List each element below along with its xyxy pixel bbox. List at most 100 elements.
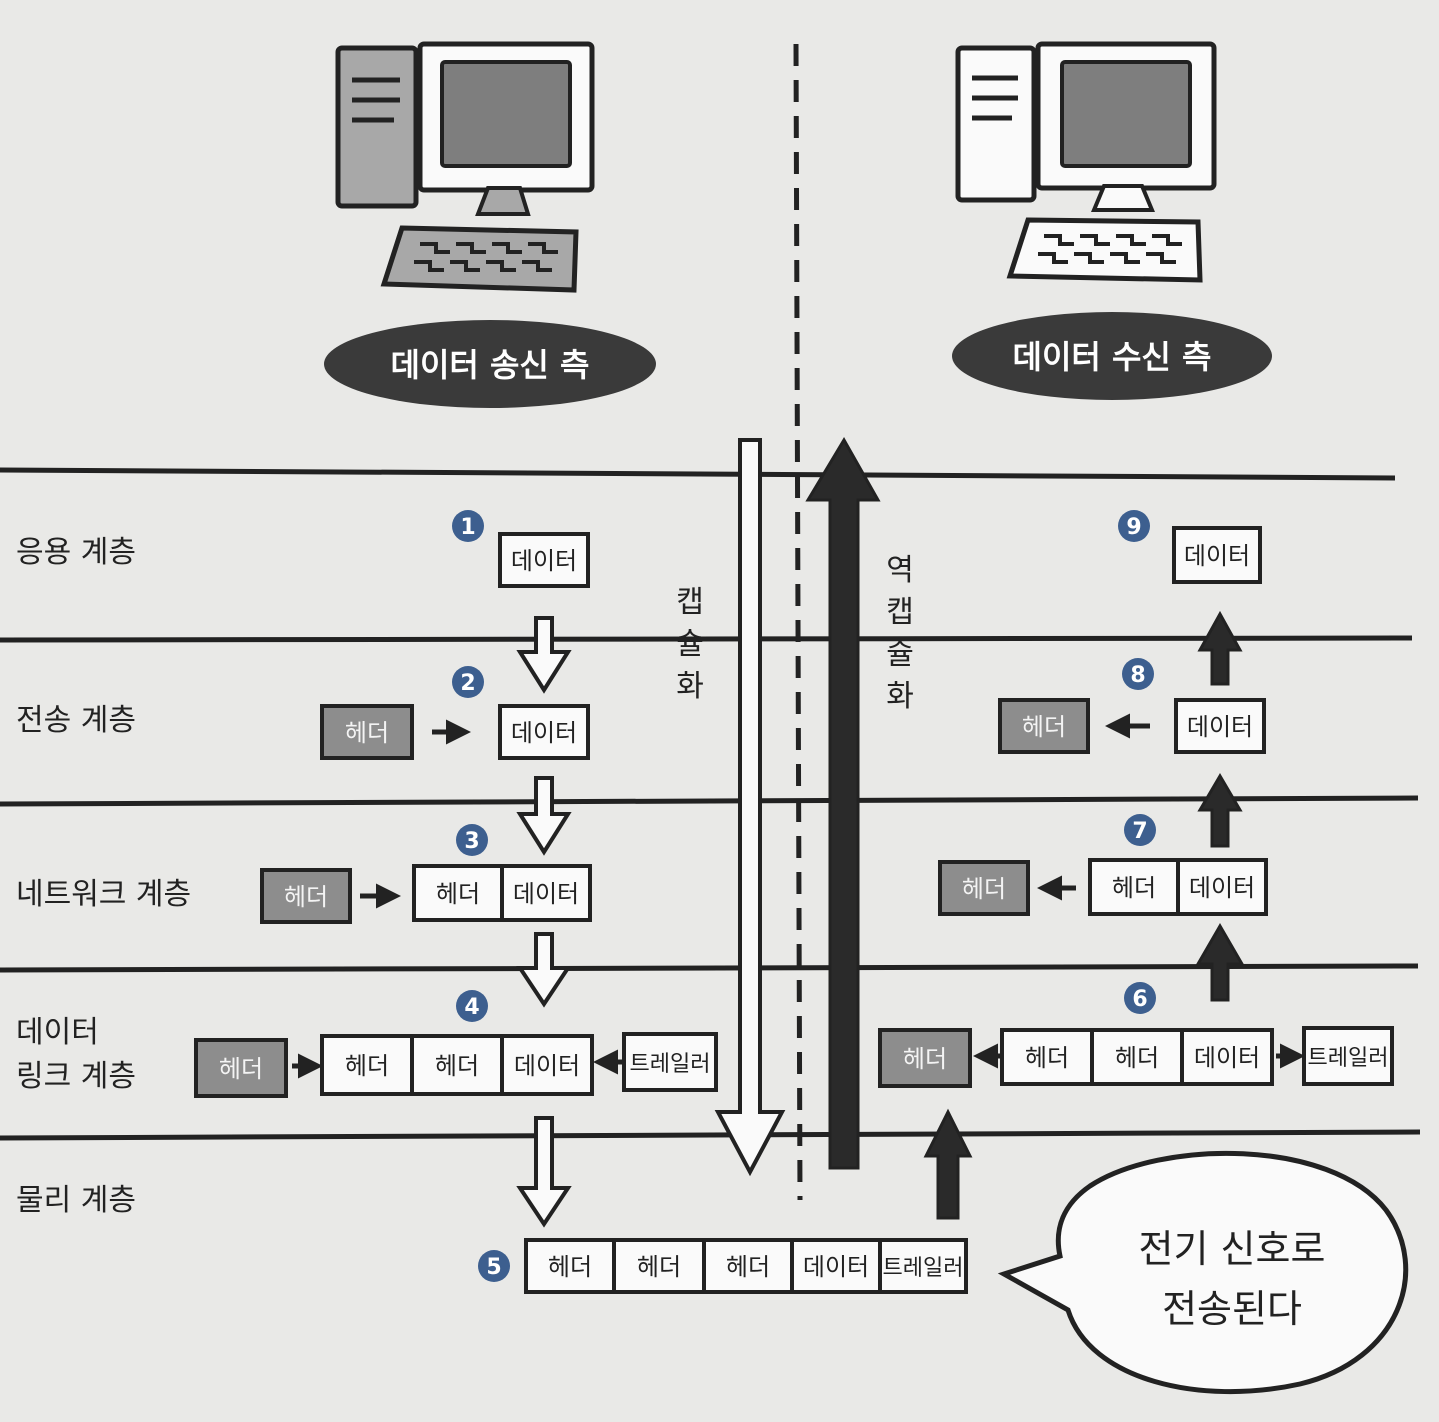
down-arrow: [516, 1116, 572, 1228]
step-marker-5: 5: [478, 1250, 510, 1282]
layer-divider: [0, 1129, 1421, 1141]
layer-label-transport: 전송 계층: [16, 703, 136, 738]
header-block-label: 헤더: [1112, 874, 1156, 902]
receiver-computer-icon: [955, 41, 1217, 283]
step-number: 1: [460, 515, 475, 540]
layer-divider-lines: [0, 467, 1421, 1141]
receiver-label: 데이터 수신 측: [1013, 338, 1212, 376]
step-number: 3: [464, 829, 479, 854]
sender-receiver-separator: [793, 43, 803, 1201]
sender-label: 데이터 송신 측: [391, 346, 590, 384]
step-marker-2: 2: [452, 666, 484, 698]
up-arrow: [1195, 923, 1245, 1002]
up-arrow: [1197, 773, 1243, 848]
trailer-block-label: 트레일러: [883, 1256, 964, 1281]
sender-label-pill: 데이터 송신 측: [324, 320, 656, 408]
step-number: 5: [486, 1255, 501, 1280]
data-block: 데이터: [790, 1238, 882, 1294]
data-block: 데이터: [498, 704, 590, 760]
data-block-label: 데이터: [1189, 874, 1255, 902]
encapsulation-arrow: [714, 438, 786, 1177]
data-block: 데이터: [1176, 858, 1268, 916]
step-marker-1: 1: [452, 510, 484, 542]
up-arrow: [1197, 610, 1243, 686]
header-block: 헤더: [410, 1034, 504, 1096]
data-block-label: 데이터: [1184, 542, 1250, 570]
data-block: 데이터: [1174, 698, 1266, 754]
layer-label-application: 응용 계층: [16, 535, 136, 570]
step-number: 9: [1126, 515, 1141, 540]
down-arrow: [516, 616, 572, 694]
data-block-label: 데이터: [513, 880, 579, 908]
data-block-label: 데이터: [511, 547, 577, 575]
header-block-label: 헤더: [284, 883, 328, 911]
header-block-label: 헤더: [726, 1253, 770, 1281]
sender-down-arrows: [516, 616, 572, 1228]
header-block-label: 헤더: [219, 1055, 263, 1083]
data-block-label: 데이터: [803, 1253, 869, 1281]
connector-arrows: [292, 713, 1305, 1079]
step-number: 8: [1130, 663, 1145, 688]
header-block: 헤더: [998, 698, 1090, 754]
header-block: 헤더: [320, 704, 414, 760]
data-block-label: 데이터: [1194, 1044, 1260, 1072]
data-block-label: 데이터: [511, 719, 577, 747]
step-marker-3: 3: [456, 824, 488, 856]
header-block: 헤더: [524, 1238, 616, 1294]
up-arrow: [923, 1108, 973, 1220]
layer-label-network: 네트워크 계층: [16, 877, 191, 912]
header-block-label: 헤더: [435, 1052, 479, 1080]
header-block: 헤더: [878, 1028, 972, 1088]
header-block-label: 헤더: [548, 1253, 592, 1281]
header-block-label: 헤더: [903, 1045, 947, 1073]
step-marker-7: 7: [1124, 814, 1156, 846]
trailer-block-label: 트레일러: [630, 1052, 711, 1077]
layer-label-physical: 물리 계층: [16, 1183, 136, 1218]
header-block-label: 헤더: [1115, 1044, 1159, 1072]
receiver-up-arrows: [923, 610, 1245, 1220]
data-block: 데이터: [500, 864, 592, 922]
layer-divider: [0, 795, 1419, 807]
step-markers: 1 2 3 4 5 6 7 8 9: [452, 510, 1156, 1282]
layer-label-datalink-line1: 데이터: [16, 1015, 99, 1050]
trailer-block-label: 트레일러: [1308, 1046, 1389, 1071]
data-block-label: 데이터: [514, 1052, 580, 1080]
data-block: 데이터: [1172, 526, 1262, 584]
header-block: 헤더: [194, 1038, 288, 1098]
data-block: 데이터: [498, 532, 590, 588]
header-block-label: 헤더: [637, 1253, 681, 1281]
header-block: 헤더: [320, 1034, 414, 1096]
header-block: 헤더: [260, 868, 352, 924]
header-block-label: 헤더: [962, 875, 1006, 903]
step-number: 7: [1132, 819, 1147, 844]
header-block: 헤더: [1088, 858, 1180, 916]
header-block-label: 헤더: [1025, 1044, 1069, 1072]
step-marker-9: 9: [1118, 510, 1150, 542]
step-number: 6: [1132, 987, 1147, 1012]
sender-computer-icon: [335, 41, 595, 293]
header-block-label: 헤더: [1022, 713, 1066, 741]
layer-divider: [0, 963, 1419, 973]
step-number: 4: [464, 995, 479, 1020]
step-marker-8: 8: [1122, 658, 1154, 690]
header-block: 헤더: [412, 864, 504, 922]
speech-bubble: 전기 신호로 전송된다: [997, 1150, 1409, 1395]
data-block: 데이터: [1180, 1028, 1274, 1086]
step-marker-4: 4: [456, 990, 488, 1022]
header-block: 헤더: [612, 1238, 706, 1294]
decapsulation-arrow: [805, 437, 881, 1170]
layer-divider: [0, 467, 1396, 481]
data-block: 데이터: [500, 1034, 594, 1096]
step-marker-6: 6: [1124, 982, 1156, 1014]
header-block: 헤더: [1090, 1028, 1184, 1086]
trailer-block: 트레일러: [878, 1238, 968, 1294]
trailer-block: 트레일러: [1302, 1026, 1394, 1086]
layer-label-datalink-line2: 링크 계층: [16, 1059, 136, 1094]
